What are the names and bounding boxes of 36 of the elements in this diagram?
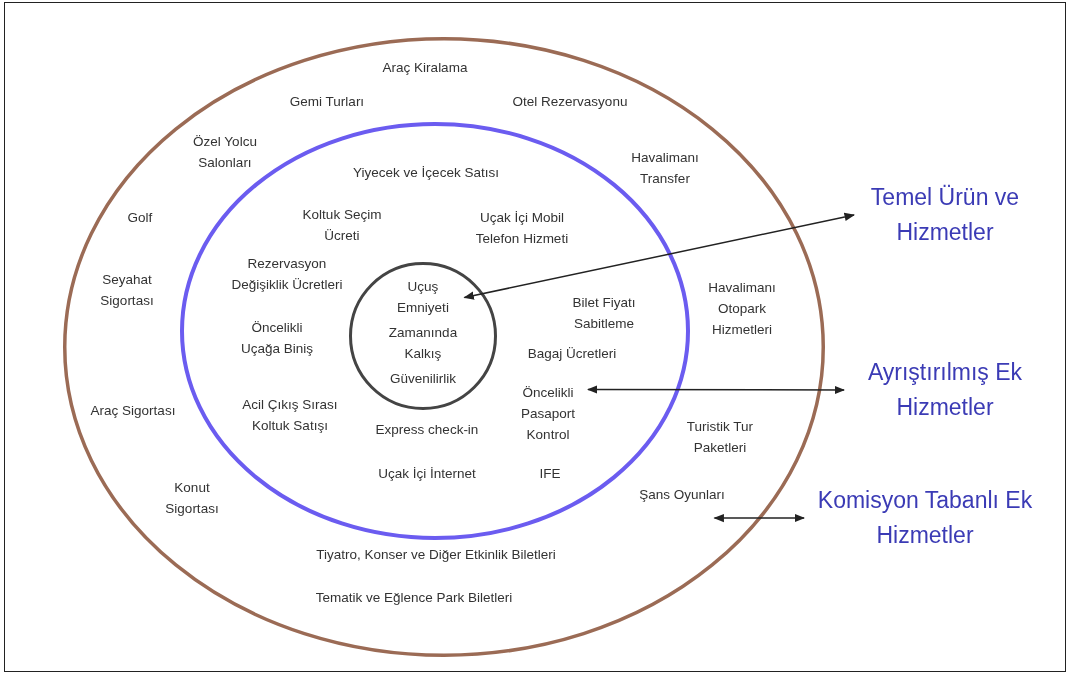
service-label: Uçak İçi Mobil Telefon Hizmeti: [474, 209, 570, 248]
category-label: Ayrıştırılmış Ek Hizmetler: [850, 355, 1040, 425]
service-label: Güvenilirlik: [389, 369, 457, 388]
service-label: Öncelikli Pasaport Kontrol: [519, 383, 576, 444]
service-label: Bagaj Ücretleri: [526, 344, 618, 363]
service-label: Gemi Turları: [288, 92, 366, 111]
service-label: Uçuş Emniyeti: [396, 278, 450, 317]
inner-circle: [349, 262, 497, 410]
service-label: Öncelikli Uçağa Biniş: [239, 319, 314, 358]
service-label: Uçak İçi İnternet: [377, 464, 477, 483]
service-label: Konut Sigortası: [164, 479, 220, 518]
service-label: IFE: [538, 464, 562, 483]
arrow: [463, 212, 856, 300]
arrow: [586, 385, 846, 395]
category-label: Temel Ürün ve Hizmetler: [860, 180, 1030, 250]
service-label: Şans Oyunları: [638, 485, 726, 504]
service-label: Koltuk Seçim Ücreti: [301, 206, 383, 245]
service-label: Araç Kiralama: [381, 58, 469, 77]
service-label: Havalimanı Transfer: [630, 149, 700, 188]
service-label: Golf: [126, 208, 154, 227]
arrow: [713, 513, 806, 523]
service-label: Bilet Fiyatı Sabitleme: [571, 294, 637, 333]
service-label: Araç Sigortası: [89, 401, 177, 420]
service-label: Tematik ve Eğlence Park Biletleri: [314, 588, 514, 607]
service-label: Yiyecek ve İçecek Satısı: [352, 163, 500, 182]
service-label: Acil Çıkış Sırası Koltuk Satışı: [241, 396, 339, 435]
service-label: Zamanında Kalkış: [387, 324, 459, 363]
service-label: Otel Rezervasyonu: [511, 92, 629, 111]
category-label: Komisyon Tabanlı Ek Hizmetler: [810, 483, 1040, 553]
service-label: Seyahat Sigortası: [99, 271, 155, 310]
service-label: Özel Yolcu Salonları: [192, 133, 258, 172]
service-label: Express check-in: [374, 420, 480, 439]
service-label: Turistik Tur Paketleri: [685, 418, 755, 457]
service-label: Rezervasyon Değişiklik Ücretleri: [230, 255, 344, 294]
service-label: Tiyatro, Konser ve Diğer Etkinlik Biletleri: [315, 545, 557, 564]
service-label: Havalimanı Otopark Hizmetleri: [707, 278, 777, 339]
